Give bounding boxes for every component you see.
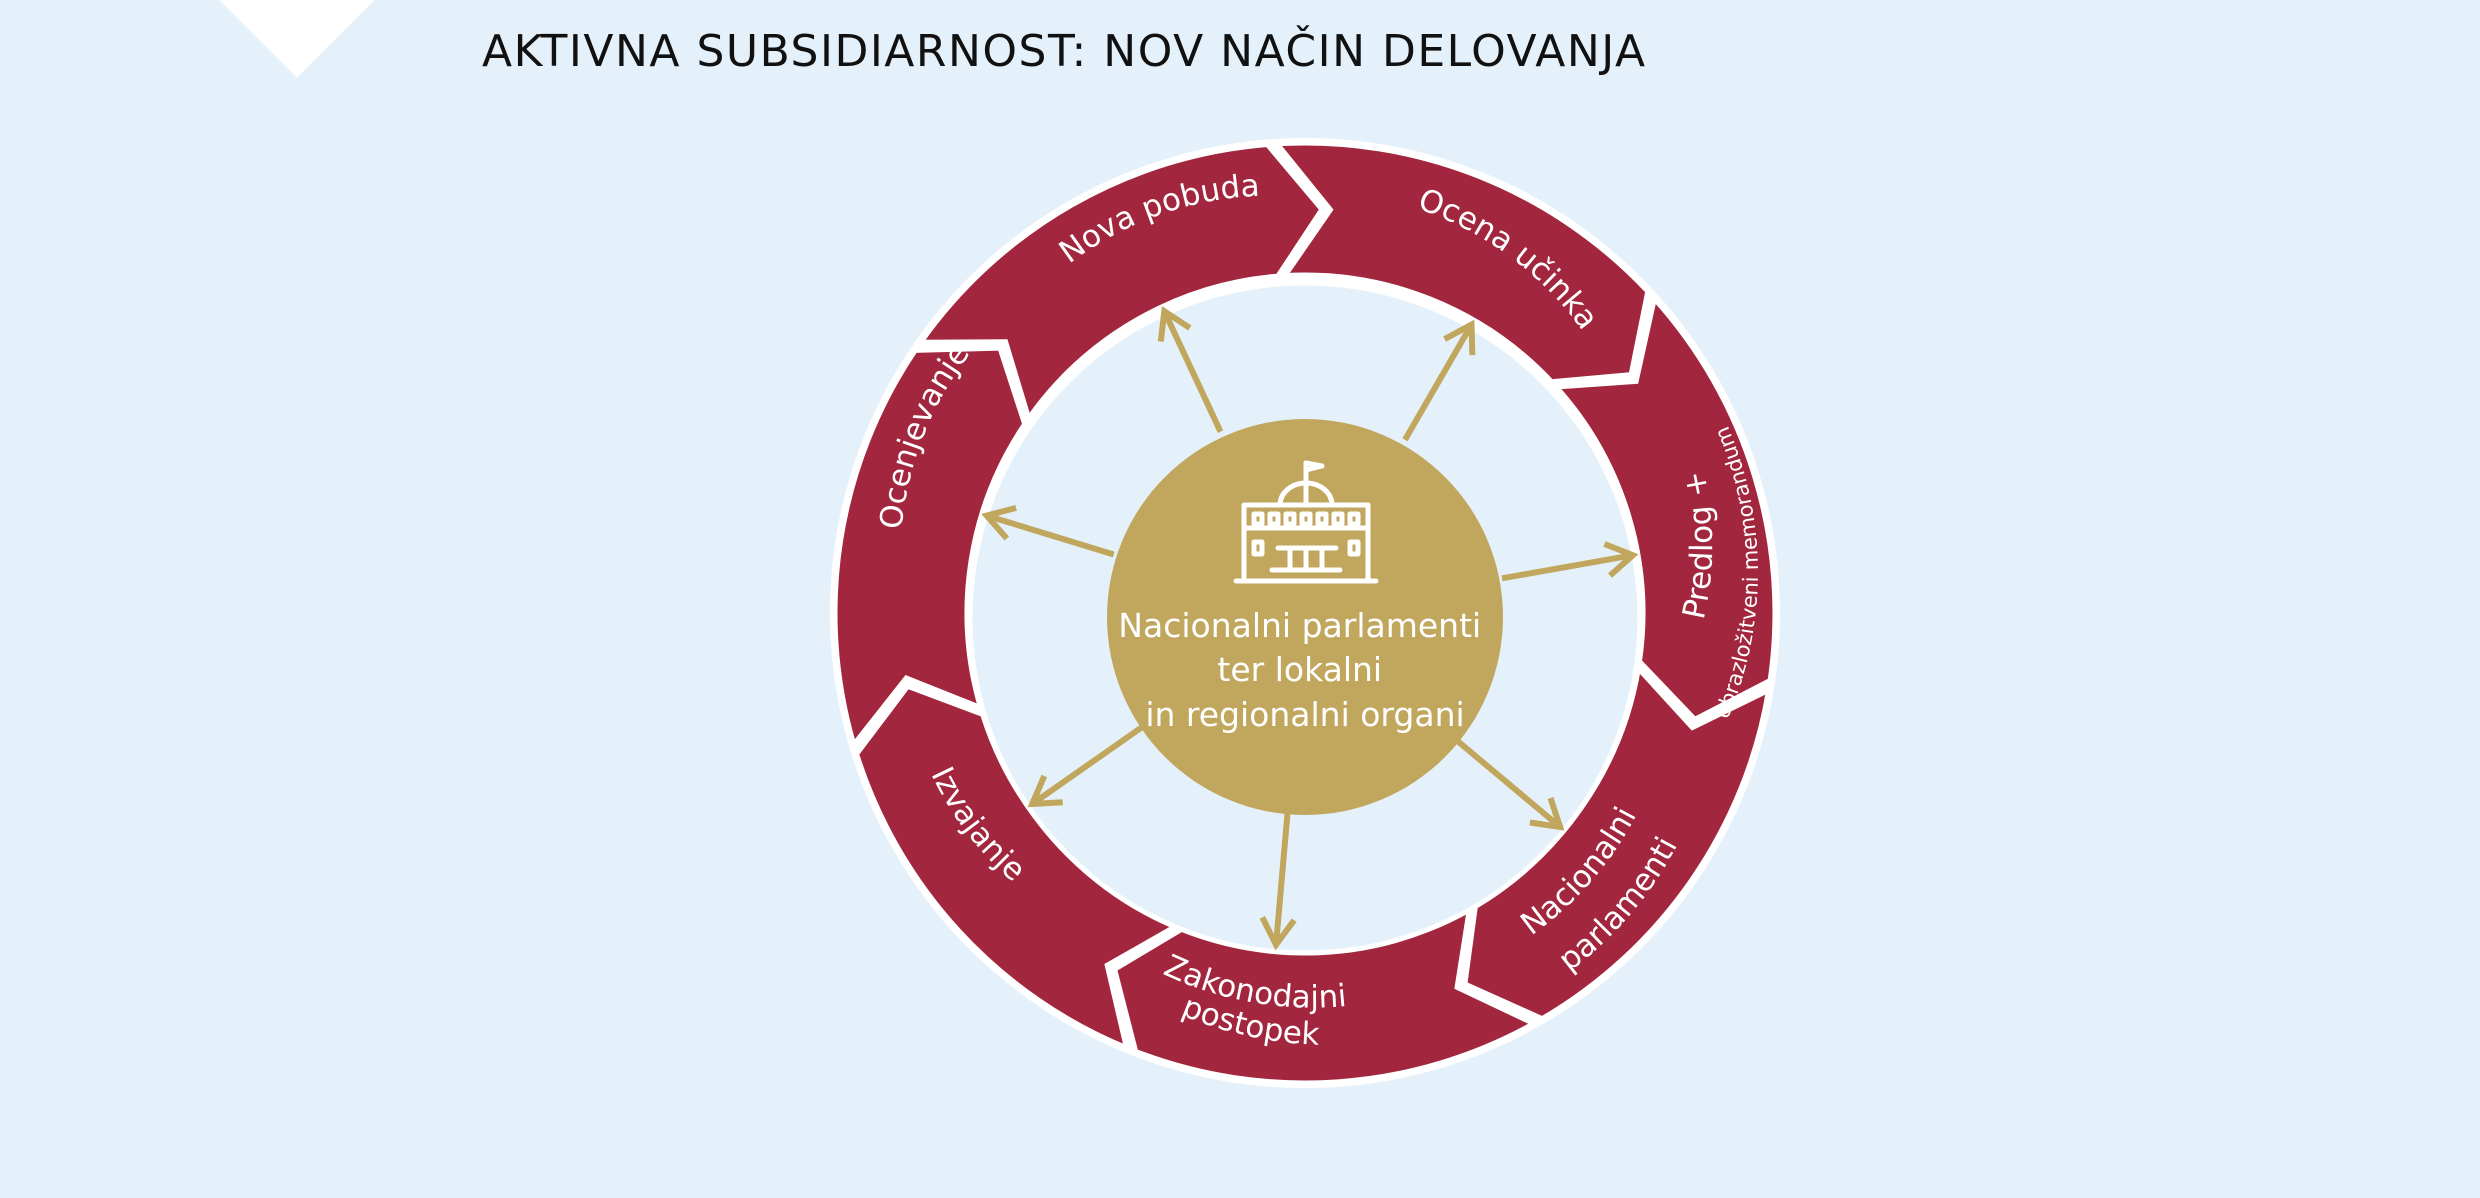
arrow-ocenjevanje (981, 504, 1115, 558)
cycle-segments (832, 140, 1778, 1086)
segment-nova-pobuda (1272, 140, 1651, 385)
radial-arrows (981, 306, 1639, 951)
arrow-nova-pobuda (1157, 306, 1224, 433)
segment-izvajanje (832, 345, 1028, 750)
arrow-ocena-ucinka (1402, 319, 1476, 442)
arrow-izvajanje (1027, 725, 1143, 808)
segment-ocena-ucinka (1551, 293, 1778, 723)
parliament-building-icon (1233, 460, 1379, 584)
center-text-line-3: in regionalni organi (1145, 695, 1464, 734)
arrow-predlog (1501, 541, 1639, 582)
svg-text:Nacionalni parlamenti ter: Nacionalni parlamenti ter lokalni in reg… (1118, 606, 1491, 734)
center-circle (1107, 419, 1503, 815)
center-text-line-2: ter lokalni (1217, 650, 1382, 689)
center-text-line-1: Nacionalni parlamenti (1118, 606, 1481, 645)
arrow-nacionalni-parlamenti (1456, 739, 1565, 831)
segment-ocenjevanje (915, 141, 1326, 424)
page-title: AKTIVNA SUBSIDIARNOST: NOV NAČIN DELOVAN… (482, 26, 1647, 77)
arrow-zakonodajni-postopek (1259, 811, 1297, 951)
